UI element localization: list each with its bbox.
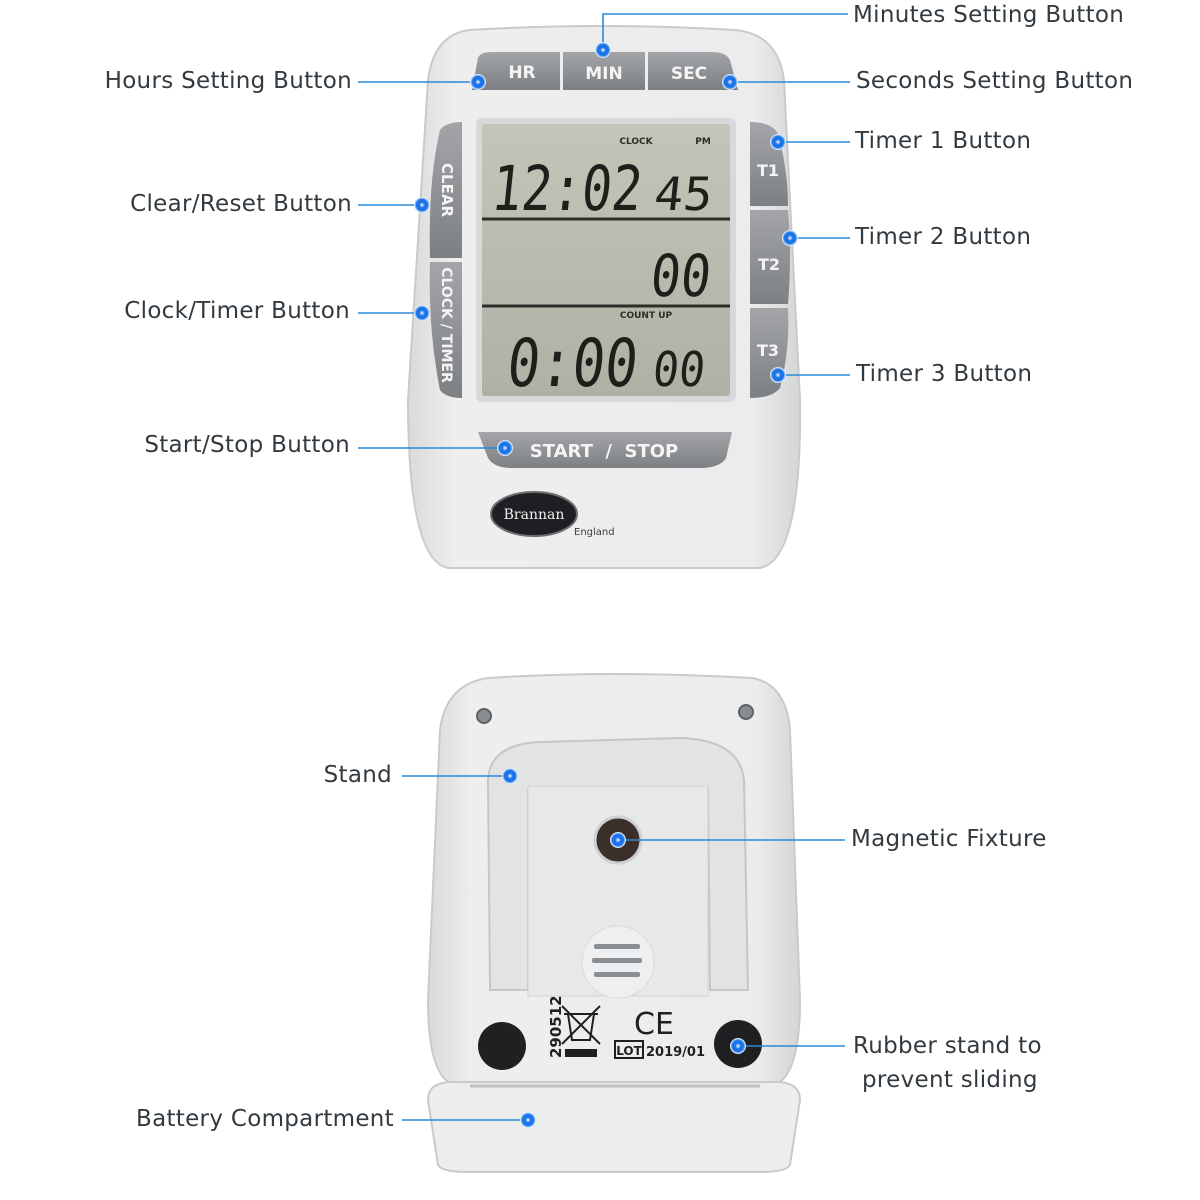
speaker-slot-3	[594, 972, 640, 977]
lcd-row3-hundredths: 00	[650, 342, 708, 398]
label-battery: Battery Compartment	[136, 1106, 394, 1132]
front-device: HR MIN SEC CLEAR CLOCK / TIMER T1 T2 T3 …	[406, 25, 802, 569]
min-button-label: MIN	[585, 64, 622, 84]
dot-start-stop	[497, 440, 513, 456]
label-timer1: Timer 1 Button	[855, 128, 1032, 154]
lcd-screen	[482, 124, 730, 396]
ce-mark: CE	[634, 1007, 674, 1042]
dot-timer2	[782, 230, 798, 246]
sec-button[interactable]	[648, 52, 738, 90]
dot-minutes	[595, 42, 611, 58]
screw-right	[738, 704, 754, 720]
label-rubber-line2: prevent sliding	[862, 1067, 1038, 1093]
dot-timer3	[770, 367, 786, 383]
label-minutes: Minutes Setting Button	[853, 2, 1125, 28]
hr-button-label: HR	[508, 63, 535, 83]
sec-button-label: SEC	[671, 64, 707, 84]
label-magnetic: Magnetic Fixture	[851, 826, 1047, 852]
t2-button-label: T2	[758, 255, 780, 274]
label-clear-reset: Clear/Reset Button	[130, 191, 352, 217]
dot-magnetic	[610, 832, 626, 848]
battery-compartment[interactable]	[426, 1080, 802, 1173]
dot-seconds	[722, 74, 738, 90]
lcd-row3-time: 0:00	[504, 325, 642, 402]
screw-left	[476, 708, 492, 724]
brand-subtitle: England	[574, 527, 615, 538]
callout-dots	[414, 42, 798, 1128]
dot-rubber	[730, 1038, 746, 1054]
dot-battery	[520, 1112, 536, 1128]
lot-value: 2019/01	[646, 1045, 705, 1060]
weee-bin-icon	[561, 1005, 601, 1057]
speaker-slot-1	[594, 944, 640, 949]
leader-minutes	[602, 13, 848, 50]
lot-label: LOT	[616, 1044, 642, 1058]
label-stand: Stand	[323, 762, 392, 788]
lcd-row1-time: 12:02	[488, 152, 646, 225]
lcd-pm-label: PM	[695, 137, 711, 147]
product-code: 290512	[547, 995, 565, 1058]
dot-clear	[414, 197, 430, 213]
speaker-slot-2	[592, 958, 642, 963]
dot-clock-timer	[414, 305, 430, 321]
t2-button[interactable]	[750, 210, 790, 304]
start-stop-button[interactable]	[478, 432, 732, 468]
clear-button[interactable]	[429, 122, 462, 258]
rubber-foot-left	[478, 1022, 526, 1070]
brand-logo-text: Brannan	[504, 507, 565, 523]
label-timer2: Timer 2 Button	[855, 224, 1032, 250]
start-stop-button-label: START / STOP	[530, 441, 678, 462]
label-seconds: Seconds Setting Button	[856, 68, 1134, 94]
dot-stand	[502, 768, 518, 784]
lcd-row1-seconds: 45	[652, 167, 716, 221]
lcd-row2-value: 00	[647, 242, 714, 310]
label-start-stop: Start/Stop Button	[144, 432, 350, 458]
hr-button[interactable]	[472, 52, 560, 90]
brand-logo	[490, 491, 578, 537]
label-hours: Hours Setting Button	[104, 68, 352, 94]
clear-button-label: CLEAR	[438, 163, 456, 217]
lcd-countup-label: COUNT UP	[620, 311, 673, 321]
callout-lines	[358, 13, 850, 1121]
label-rubber-line1: Rubber stand to	[853, 1033, 1042, 1059]
lcd-clock-label: CLOCK	[619, 137, 653, 147]
label-timer3: Timer 3 Button	[856, 361, 1033, 387]
dot-hours	[470, 74, 486, 90]
clock-timer-button[interactable]	[429, 262, 462, 398]
dot-timer1	[770, 134, 786, 150]
back-device: 290512 CE LOT 2019/01	[426, 673, 802, 1173]
clock-timer-button-label: CLOCK / TIMER	[438, 267, 454, 383]
lot-box	[614, 1040, 644, 1059]
label-clock-timer: Clock/Timer Button	[124, 298, 350, 324]
t1-button-label: T1	[757, 161, 779, 180]
min-button[interactable]	[563, 52, 645, 90]
t3-button-label: T3	[757, 341, 779, 360]
